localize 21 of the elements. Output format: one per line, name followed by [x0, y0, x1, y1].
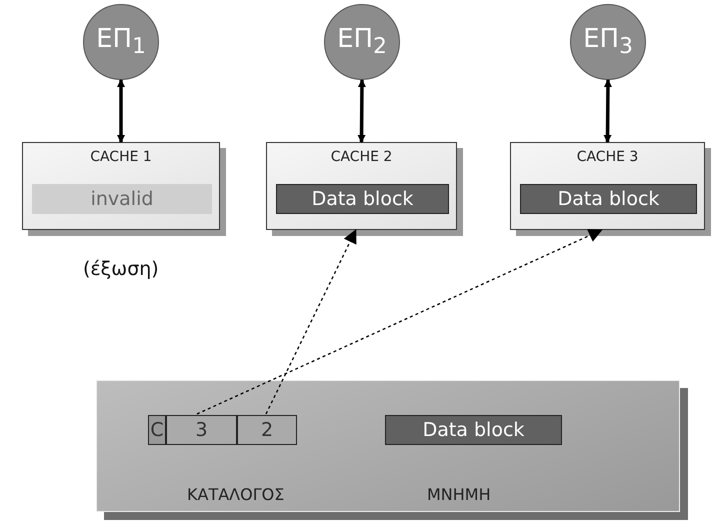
data-block: Data block: [385, 415, 562, 445]
processor-circle: ΕΠ$_{2}$: [324, 4, 400, 80]
directory-cell: C: [148, 415, 166, 445]
invalid-block: invalid: [32, 184, 212, 214]
data-block: Data block: [520, 184, 697, 214]
cache-title: CACHE 3: [576, 149, 638, 165]
cache-title: CACHE 1: [90, 149, 152, 165]
directory-cell: 3: [166, 415, 237, 445]
directory-cell: 2: [237, 415, 297, 445]
arrow: [358, 79, 366, 143]
node-label: (έξωση): [83, 258, 159, 280]
arrow: [265, 229, 356, 414]
section-heading: ΜΝΗΜΗ: [427, 485, 491, 504]
section-heading: ΚΑΤΑΛΟΓΟΣ: [187, 485, 284, 504]
processor-circle: ΕΠ$_{1}$: [83, 4, 159, 80]
data-block: Data block: [276, 184, 449, 214]
arrow: [604, 79, 612, 143]
arrow: [196, 229, 603, 415]
arrow: [117, 79, 125, 143]
processor-circle: ΕΠ$_{3}$: [570, 4, 646, 80]
cache-title: CACHE 2: [330, 149, 392, 165]
